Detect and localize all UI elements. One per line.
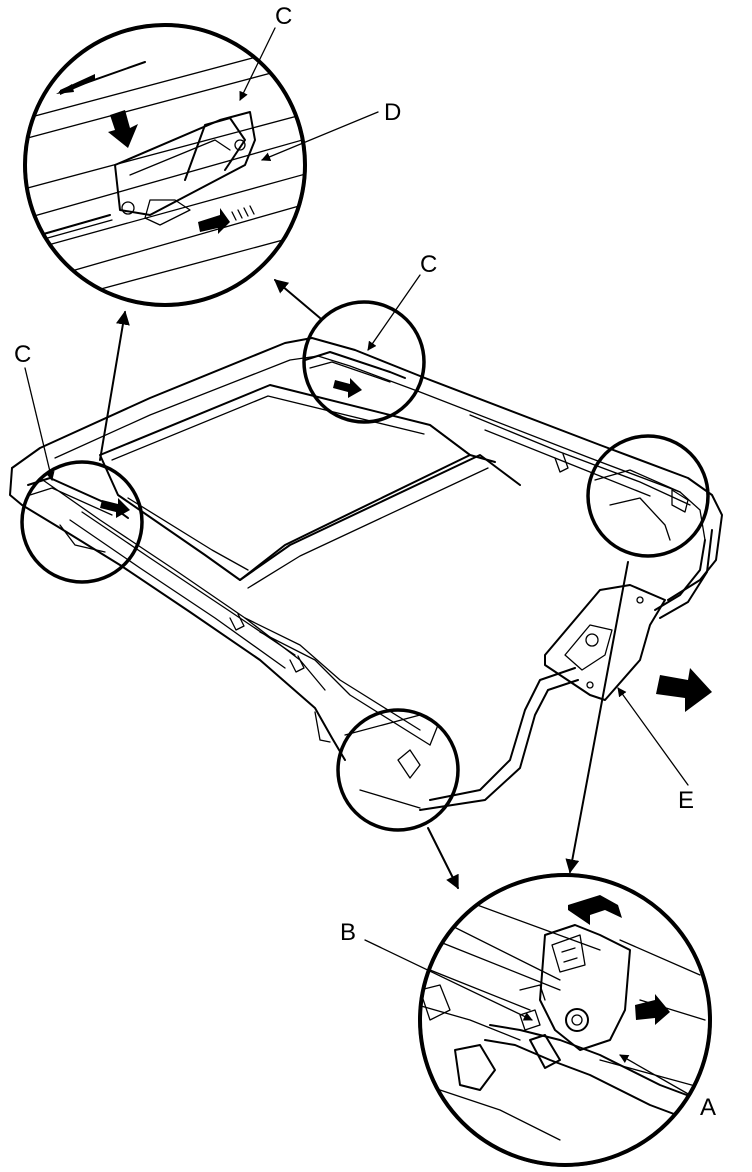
direction-arrow-icon [656, 668, 712, 712]
callout-b: B [340, 919, 356, 946]
detail-circle-right-rear [586, 434, 710, 558]
sunroof-frame [9, 337, 723, 811]
detail-inset-bottom [418, 873, 712, 1167]
detail-circle-rear-c [302, 300, 426, 424]
callout-c-left: C [14, 341, 31, 368]
callout-a: A [700, 1094, 716, 1121]
callout-c-top: C [275, 3, 292, 30]
leader-lines [24, 27, 691, 1096]
bracket-e [544, 584, 666, 701]
connector-arrows [99, 279, 629, 890]
callout-d: D [384, 99, 401, 126]
detail-inset-top [23, 23, 307, 307]
detail-circle-left-c [20, 460, 144, 584]
callout-e: E [678, 787, 694, 814]
detail-circle-front [336, 708, 460, 832]
callout-c-rear: C [420, 251, 437, 278]
